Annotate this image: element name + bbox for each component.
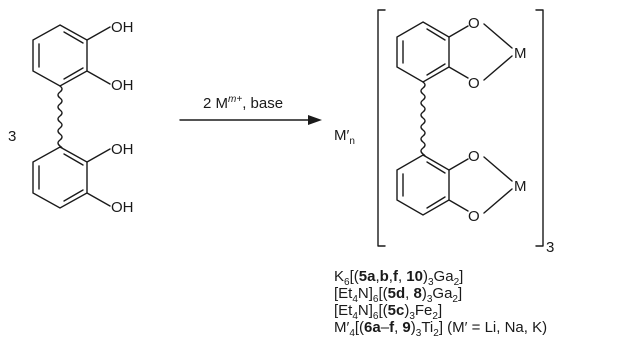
oxygen-label-1: O <box>468 15 480 32</box>
oh-label-2: OH <box>111 77 134 94</box>
oxygen-label-4: O <box>468 208 480 225</box>
compound-line-2: [Et4N]6[(5d, 8)3Ga2] <box>334 285 462 305</box>
oh-label-4: OH <box>111 199 134 216</box>
counter-cation: M′n <box>334 127 355 147</box>
compound-line-4: M′4[(6a–f, 9)3Ti2] (M′ = Li, Na, K) <box>334 319 547 339</box>
left-bracket <box>377 9 386 247</box>
reaction-arrow <box>179 115 322 125</box>
right-bracket <box>535 9 544 247</box>
bracket-subscript: 3 <box>546 239 554 256</box>
metal-label-2: M <box>514 178 527 195</box>
oxygen-label-3: O <box>468 148 480 165</box>
reagent-label: 2 Mm+, base <box>203 94 283 112</box>
compound-line-3: [Et4N]6[(5c)3Fe2] <box>334 302 442 322</box>
compound-line-1: K6[(5a,b,f, 10)3Ga2] <box>334 268 463 288</box>
oxygen-label-2: O <box>468 75 480 92</box>
metal-label-1: M <box>514 45 527 62</box>
oh-label-3: OH <box>111 141 134 158</box>
reactant-stoichiometry: 3 <box>8 128 16 145</box>
oh-label-1: OH <box>111 19 134 36</box>
product-complex <box>396 21 513 216</box>
reactant-biphenyl-tetraol <box>32 24 111 209</box>
